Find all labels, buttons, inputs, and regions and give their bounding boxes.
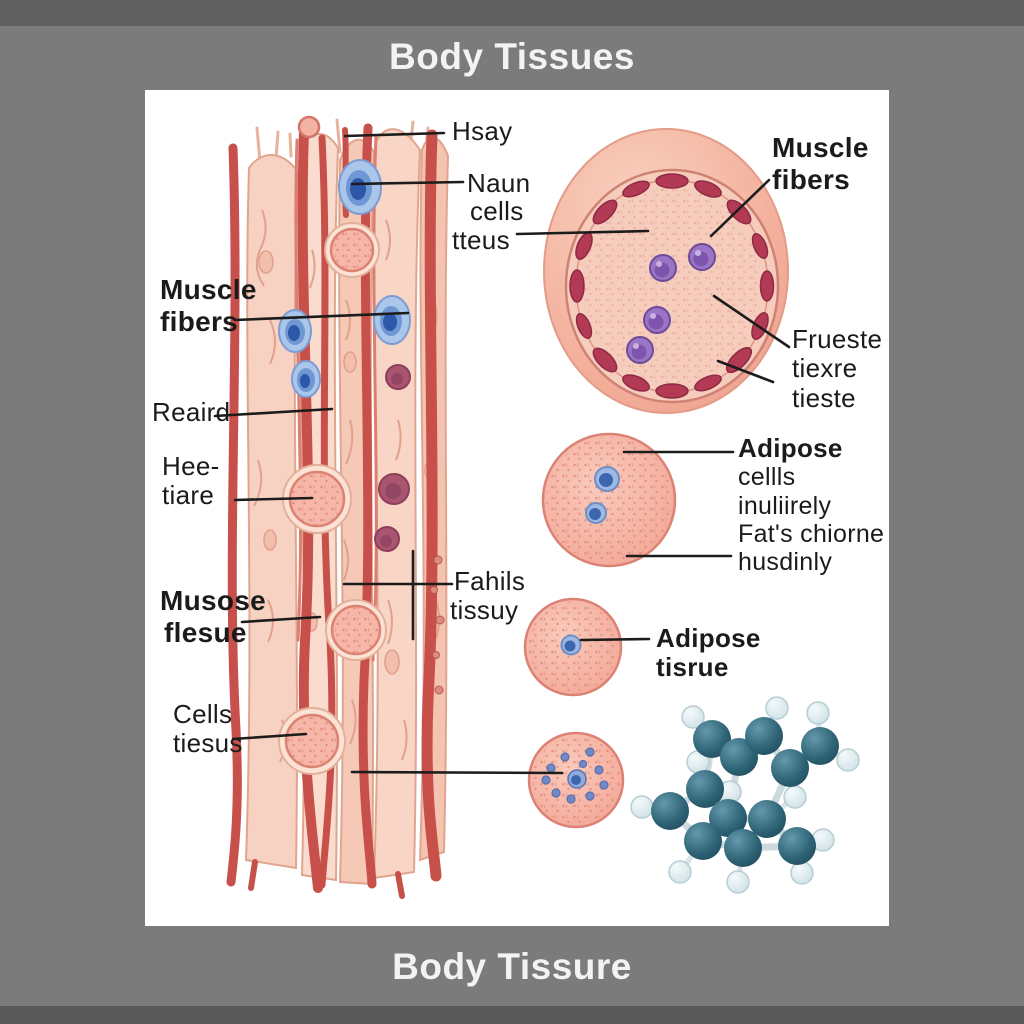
molecule-illustration	[630, 696, 860, 894]
top-gray-band	[0, 0, 1024, 26]
label-frueste-tiexre-tieste: Frueste tiexre tieste	[792, 324, 883, 413]
label-adipose-tisrue: Adipose tisrue	[656, 623, 761, 683]
label-naun: Naun	[467, 168, 531, 198]
label-line: fibers	[160, 305, 239, 337]
label-line: Hsay	[452, 116, 513, 146]
label-musose-flesue: Musose flesue	[160, 585, 266, 648]
hydrogen-atoms	[630, 696, 860, 894]
muscle-speckled-cells	[278, 222, 387, 775]
label-fats-chiorne-husdinly: Fat's chiorne husdinly	[738, 520, 884, 577]
label-line: Adipose	[656, 623, 761, 653]
label-line: cellls	[738, 463, 796, 492]
label-line: Cells	[173, 699, 233, 729]
adipose-cell-small	[523, 597, 623, 697]
label-line: Muscle	[160, 274, 257, 305]
carbon-atoms	[651, 717, 839, 867]
muscle-cross-section-illustration	[543, 128, 789, 414]
label-fahils-tissuy: Fahils tissuy	[450, 566, 526, 626]
label-line: tisrue	[656, 652, 729, 683]
label-line: husdinly	[738, 548, 833, 577]
label-line: inuliirely	[738, 491, 832, 520]
label-line: Fat's chiorne	[738, 520, 885, 548]
label-line: Muscle	[772, 132, 869, 163]
label-line: tieste	[792, 382, 856, 413]
label-line: Frueste	[792, 324, 883, 354]
label-line: Naun	[467, 168, 531, 198]
label-cells-tiesus: Cells tiesus	[173, 699, 243, 759]
label-adipose-cellls-inuliirely: Adipose cellls inuliirely	[738, 433, 843, 520]
label-muscle-fibers-left: Muscle fibers	[160, 274, 257, 337]
muscle-tissue-illustration	[226, 115, 450, 899]
muscle-nuclei	[278, 159, 411, 398]
adipose-cell-large	[541, 432, 677, 568]
label-hsay: Hsay	[452, 116, 513, 146]
maroon-cells	[374, 364, 411, 552]
label-line: flesue	[164, 616, 247, 648]
label-line: fibers	[772, 163, 851, 195]
label-line: Hee-	[162, 451, 220, 481]
label-line: Fahils	[454, 566, 526, 596]
label-line: tiare	[162, 480, 215, 511]
label-line: Musose	[160, 585, 267, 616]
label-hee-tiare: Hee- tiare	[162, 451, 220, 511]
label-cells-tteus: cells tteus	[452, 196, 524, 256]
label-line: tteus	[452, 225, 510, 256]
label-line: Reaird	[152, 397, 231, 427]
page-title-bottom: Body Tissure	[392, 946, 632, 987]
label-line: tissuy	[450, 595, 519, 626]
label-line: tiesus	[173, 728, 243, 759]
cross-section-purple-cells	[626, 243, 716, 364]
label-line: Adipose	[738, 433, 843, 463]
connector-lines	[213, 131, 791, 775]
page-title-top: Body Tissues	[389, 36, 635, 77]
label-reaird: Reaird	[152, 397, 231, 427]
label-muscle-fibers-right: Muscle fibers	[772, 132, 869, 195]
label-line: cells	[470, 196, 524, 226]
label-line: tiexre	[792, 353, 858, 384]
bottom-gray-band	[0, 1006, 1024, 1024]
adipose-cell-dotted	[527, 731, 625, 829]
